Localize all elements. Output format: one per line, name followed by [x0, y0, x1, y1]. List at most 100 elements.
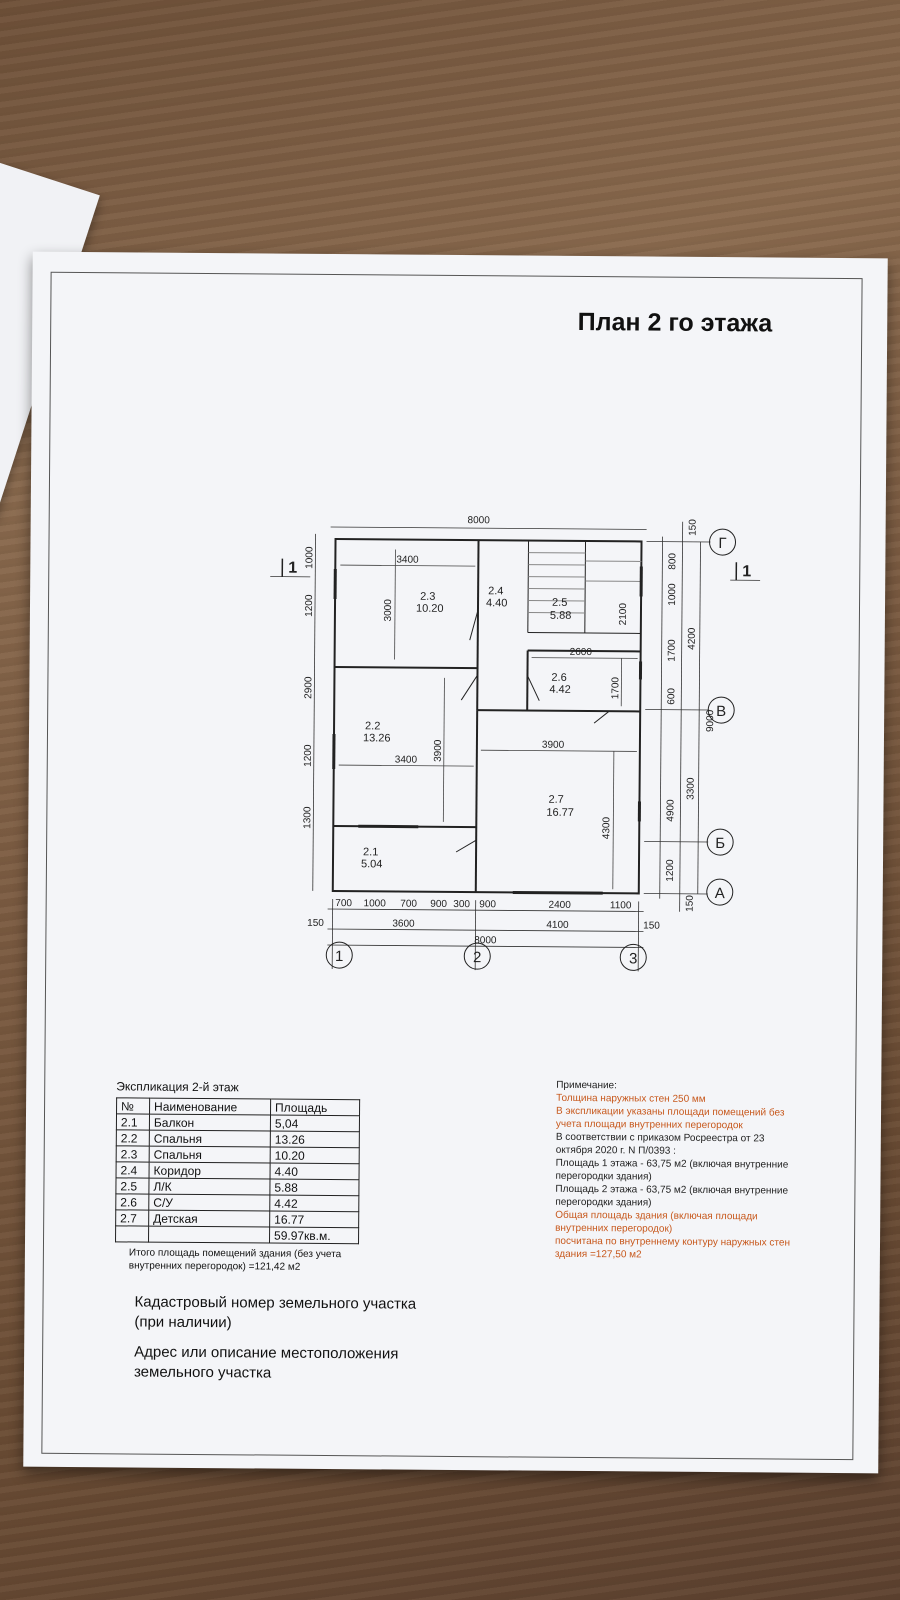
- room-area: 5.88: [550, 610, 572, 622]
- dim-text: 900: [479, 899, 496, 910]
- room-area: 4.40: [486, 597, 508, 609]
- axis-letter: В: [716, 703, 726, 720]
- cell: 10.20: [270, 1147, 360, 1164]
- stair-mid: [584, 541, 587, 634]
- dim-text: 150: [307, 918, 324, 929]
- col-header: Площадь: [270, 1099, 360, 1116]
- document-sheet: План 2 го этажа: [23, 251, 888, 1474]
- wall-2-3-2-4: [476, 540, 480, 711]
- cell: 2.2: [116, 1129, 150, 1147]
- wall-2-2-2-7: [474, 710, 479, 893]
- dim-text: 9000: [705, 709, 716, 732]
- cell: Детская: [148, 1210, 270, 1228]
- cell: С/У: [148, 1194, 270, 1212]
- room-num: 2.2: [365, 720, 380, 732]
- note-line: посчитана по внутреннему контуру наружны…: [554, 1235, 791, 1261]
- col-header: №: [116, 1097, 150, 1115]
- cell: Спальня: [149, 1146, 271, 1164]
- axis-letter: Б: [715, 835, 725, 852]
- axis-bubble: [706, 878, 734, 906]
- page-title: План 2 го этажа: [577, 307, 773, 338]
- cell: 16.77: [269, 1211, 359, 1228]
- dim-text: 800: [667, 553, 678, 570]
- axis-bubble: [707, 696, 735, 724]
- dim-text: 1200: [303, 744, 314, 767]
- axis-numbers: 1 2 3: [335, 948, 637, 967]
- floor-plan-drawing: 2.3 10.20 2.4 4.40 2.5 5.88 2.6 4.42 2.2…: [270, 515, 761, 977]
- cell: 4.42: [269, 1195, 359, 1212]
- wall-2-3-2-2: [334, 666, 478, 670]
- table-header-row: № Наименование Площадь: [116, 1097, 360, 1116]
- cell: 2.7: [115, 1209, 149, 1227]
- axis-letter: Г: [718, 535, 726, 552]
- room-area: 10.20: [416, 603, 444, 615]
- dim-text: 2900: [303, 676, 314, 699]
- table-row: 2.3 Спальня 10.20: [116, 1145, 360, 1164]
- dim-text: 3400: [395, 755, 418, 766]
- notes-block: Примечание: Толщина наружных стен 250 мм…: [555, 1079, 796, 1263]
- dim-text: 600: [666, 688, 677, 705]
- explication-table: № Наименование Площадь 2.1 Балкон 5,04 2…: [115, 1097, 360, 1244]
- table-row: 2.2 Спальня 13.26: [116, 1129, 360, 1148]
- cell: 2.6: [115, 1193, 149, 1211]
- dim-text: 3900: [433, 739, 444, 762]
- axis-number: 1: [335, 948, 343, 965]
- cell: 2.1: [116, 1113, 150, 1131]
- cadastral-number-label: Кадастровый номер земельного участка (пр…: [134, 1293, 417, 1332]
- section-arrows: [281, 558, 738, 581]
- inner-dimension-lines: [338, 549, 638, 890]
- room-area: 5.04: [361, 858, 383, 870]
- wall-corridor: [477, 709, 641, 713]
- axis-letters: Г В Б А: [715, 535, 727, 902]
- bottom-dims: 700 1000 700 900 300 900 2400 1100 150 3…: [307, 898, 660, 946]
- dim-top-total: 8000: [468, 515, 491, 526]
- cell: 5,04: [270, 1115, 360, 1132]
- axis-number: 3: [629, 950, 637, 967]
- room-area: 13.26: [363, 732, 391, 744]
- cadastral-block: Кадастровый номер земельного участка (пр…: [134, 1292, 435, 1394]
- cell: 13.26: [270, 1131, 360, 1148]
- dim-text: 1000: [667, 583, 678, 606]
- dim-text: 1000: [304, 546, 315, 569]
- cell: [115, 1225, 149, 1243]
- cell: 2.4: [116, 1161, 150, 1179]
- axis-letter: А: [715, 885, 725, 902]
- outer-dimension-lines: [270, 521, 761, 977]
- room-num: 2.6: [551, 672, 566, 684]
- dim-text: 1100: [610, 900, 632, 911]
- table-row: 2.4 Коридор 4.40: [116, 1161, 360, 1180]
- door-2-7: [593, 710, 610, 724]
- dim-text: 3000: [383, 599, 394, 622]
- dim-text: 700: [335, 898, 352, 909]
- table-total-row: 59.97кв.м.: [115, 1225, 359, 1244]
- dim-text: 300: [453, 899, 470, 910]
- room-num: 2.5: [552, 597, 567, 609]
- note-line: В соответствии с приказом Росреестра от …: [555, 1131, 765, 1157]
- dim-text: 150: [643, 920, 660, 931]
- axis-bubble: [325, 941, 353, 969]
- dim-text: 900: [430, 899, 447, 910]
- stair-treads: [527, 552, 642, 614]
- dim-text: 1300: [302, 806, 313, 829]
- dim-text: 1200: [304, 594, 315, 617]
- dim-text: 150: [685, 895, 696, 912]
- dim-text: 700: [400, 899, 417, 910]
- windows: [332, 566, 643, 895]
- col-header: Наименование: [149, 1098, 271, 1116]
- right-dims: 800 1000 1700 600 4900 1200 150 4200 330…: [665, 519, 716, 912]
- dim-text: 2600: [570, 647, 593, 658]
- stair-left: [527, 540, 530, 633]
- note-line: Площадь 2 этажа - 63,75 м2 (включая внут…: [555, 1183, 789, 1209]
- room-area: 16.77: [546, 807, 574, 819]
- dim-text: 1000: [364, 898, 387, 909]
- dim-text: 4200: [687, 627, 698, 650]
- dim-text: 4900: [665, 799, 676, 822]
- dim-text: 4300: [601, 816, 612, 839]
- axis-bubble: [709, 528, 737, 556]
- cell: Балкон: [149, 1114, 271, 1132]
- room-labels: 2.3 10.20 2.4 4.40 2.5 5.88 2.6 4.42 2.2…: [361, 585, 574, 870]
- room-num: 2.7: [548, 794, 563, 806]
- dim-text: 3600: [392, 919, 415, 930]
- room-num: 2.4: [488, 585, 503, 597]
- cell: Спальня: [149, 1130, 271, 1148]
